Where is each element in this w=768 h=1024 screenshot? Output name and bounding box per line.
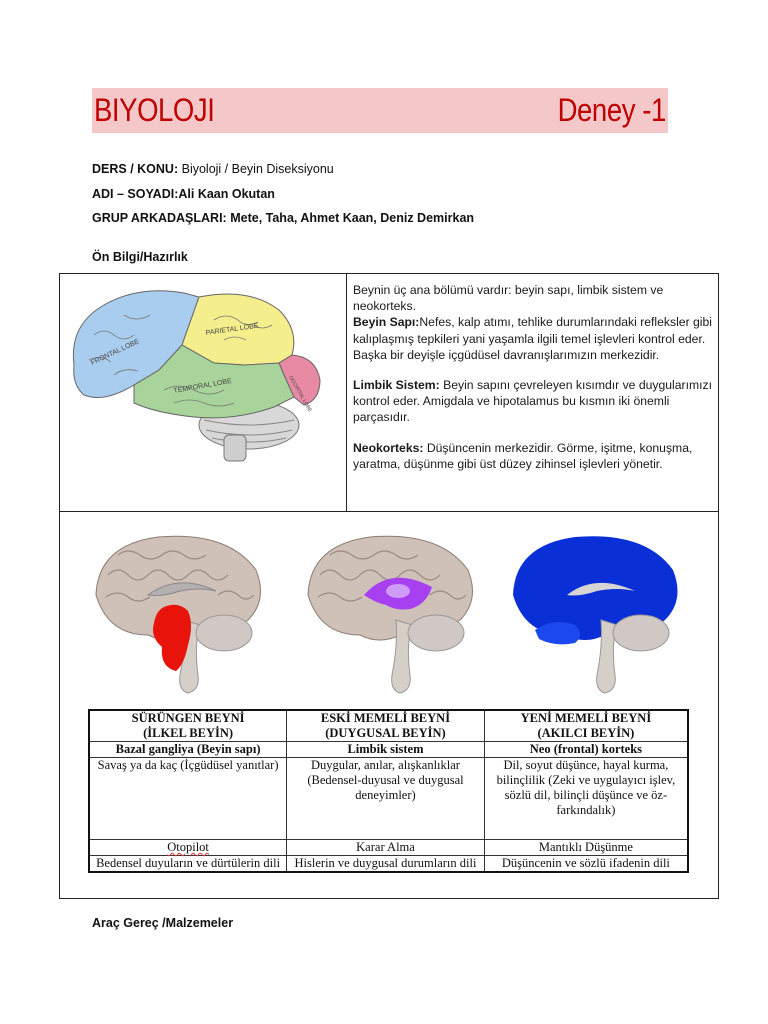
table-subheader-row: Bazal gangliya (Beyin sapı) Limbik siste… — [88, 741, 689, 758]
stem-label: Beyin Sapı: — [353, 315, 420, 330]
table-cell: Savaş ya da kaç (İçgüdüsel yanıtlar) — [88, 757, 288, 840]
table-cell: Karar Alma — [286, 839, 485, 856]
tools-heading: Araç Gereç /Malzemeler — [92, 916, 234, 930]
name-label: ADI – SOYADI: — [92, 187, 179, 201]
neo-text: Düşüncenin merkezidir. Görme, işitme, ko… — [353, 440, 693, 471]
name-value: Ali Kaan Okutan — [178, 187, 275, 201]
name-line: ADI – SOYADI:Ali Kaan Okutan — [92, 187, 275, 201]
table-cell: Bedensel duyuların ve dürtülerin dili — [88, 855, 288, 873]
limbic-brain-image — [307, 535, 473, 694]
intro-text: Beynin üç ana bölümü vardır: beyin sapı,… — [353, 283, 664, 314]
prep-heading: Ön Bilgi/Hazırlık — [92, 250, 188, 264]
table-cell: Limbik sistem — [286, 741, 485, 758]
experiment-title: Deney -1 — [557, 92, 667, 128]
table-cell: Mantıklı Düşünme — [483, 839, 689, 856]
table-cell: Dil, soyut düşünce, hayal kurma, bilinçl… — [483, 757, 689, 840]
course-line: DERS / KONU: Biyoloji / Beyin Diseksiyon… — [92, 162, 334, 176]
frontal-lobe — [72, 290, 200, 398]
header-new-mammal: YENİ MEMELİ BEYNİ (AKILCI BEYİN) — [483, 709, 689, 742]
table-cell: Hislerin ve duygusal durumların dili — [286, 855, 485, 873]
header-band: BIYOLOJI Deney -1 — [92, 88, 668, 133]
group-value: Mete, Taha, Ahmet Kaan, Deniz Demirkan — [230, 211, 475, 225]
stem-extra: Başka bir deyişle içgüdüsel davranışları… — [353, 347, 660, 362]
table-cell: Neo (frontal) korteks — [483, 741, 689, 758]
neo-label: Neokorteks: — [353, 440, 424, 455]
table-row-modes: Otopilot Karar Alma Mantıklı Düşünme — [88, 839, 689, 856]
course-value: Biyoloji / Beyin Diseksiyonu — [181, 162, 334, 176]
table-row-functions: Savaş ya da kaç (İçgüdüsel yanıtlar) Duy… — [88, 757, 689, 840]
neocortex-brain-image — [513, 536, 678, 694]
limbic-text: Beyin sapını çevreleyen kısımdır ve duyg… — [353, 378, 712, 425]
brain-comparison-table: SÜRÜNGEN BEYNİ (İLKEL BEYİN) ESKİ MEMELİ… — [88, 709, 689, 873]
table-header-row: SÜRÜNGEN BEYNİ (İLKEL BEYİN) ESKİ MEMELİ… — [88, 709, 689, 742]
table-cell: Bazal gangliya (Beyin sapı) — [88, 741, 288, 758]
table-cell: Duygular, anılar, alışkanlıklar (Bedense… — [286, 757, 485, 840]
brain-lobes-diagram: FRONTAL LOBE PARIETAL LOBE TEMPORAL LOBE… — [72, 290, 321, 462]
header-old-mammal: ESKİ MEMELİ BEYNİ (DUYGUSAL BEYİN) — [286, 709, 485, 742]
cell-divider — [346, 273, 347, 512]
subject-title: BIYOLOJI — [94, 92, 215, 128]
info-box — [59, 273, 719, 899]
temporal-lobe — [133, 344, 295, 419]
group-label: GRUP ARKADAŞLARI: — [92, 211, 227, 225]
table-cell: Otopilot — [88, 839, 288, 856]
group-line: GRUP ARKADAŞLARI: Mete, Taha, Ahmet Kaan… — [92, 211, 474, 225]
row-divider — [59, 511, 719, 512]
course-label: DERS / KONU: — [92, 162, 179, 176]
reptilian-region — [153, 604, 191, 671]
table-row-languages: Bedensel duyuların ve dürtülerin dili Hi… — [88, 855, 689, 873]
reptilian-brain-image — [95, 535, 261, 694]
info-text: Beynin üç ana bölümü vardır: beyin sapı,… — [353, 282, 713, 486]
header-reptile: SÜRÜNGEN BEYNİ (İLKEL BEYİN) — [88, 709, 288, 742]
limbic-label: Limbik Sistem: — [353, 378, 440, 393]
table-cell: Düşüncenin ve sözlü ifadenin dili — [483, 855, 689, 873]
stem-text: Nefes, kalp atımı, tehlike durumlarındak… — [353, 315, 712, 346]
